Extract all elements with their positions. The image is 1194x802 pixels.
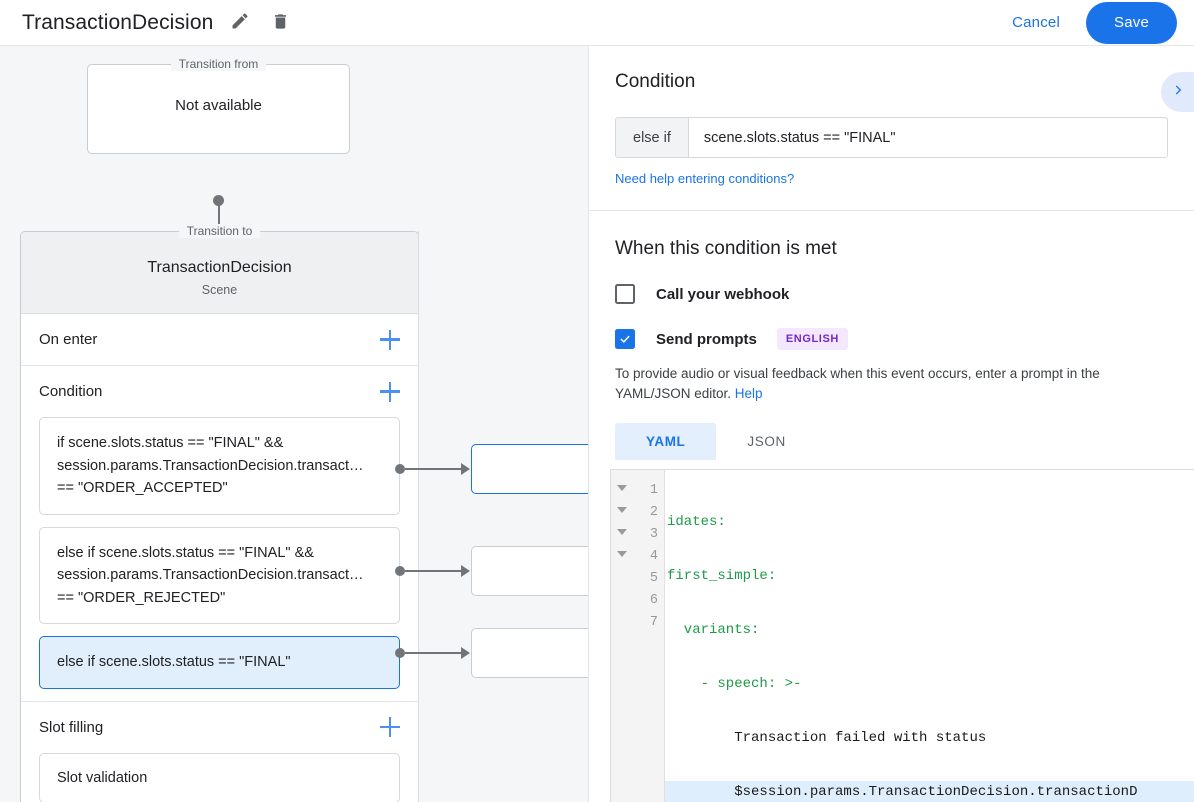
gutter-line: 1 xyxy=(611,479,664,501)
condition-1-connector-arrow xyxy=(461,463,470,475)
code-line: first_simple: xyxy=(667,568,777,584)
fold-arrow-icon[interactable] xyxy=(617,529,627,535)
section-label-condition: Condition xyxy=(39,383,103,400)
panel-title: Condition xyxy=(615,71,696,92)
editor-format-tabs: YAML JSON xyxy=(615,423,1168,460)
top-bar: TransactionDecision Cancel Save xyxy=(0,0,1194,46)
scene-header[interactable]: Transition to TransactionDecision Scene xyxy=(21,224,418,314)
code-line: $session.params.TransactionDecision.tran… xyxy=(665,781,1194,802)
slot-validation-item[interactable]: Slot validation xyxy=(39,752,400,802)
line-number: 2 xyxy=(649,504,658,520)
flow-canvas: Transition from Not available Transition… xyxy=(0,46,588,802)
transition-from-legend: Transition from xyxy=(170,57,267,71)
condition-prefix-label: else if xyxy=(616,118,689,157)
condition-1-target-box[interactable] xyxy=(471,444,588,494)
line-number: 5 xyxy=(649,570,658,586)
scene-name: TransactionDecision xyxy=(147,259,292,276)
condition-2-target-box[interactable] xyxy=(471,546,588,596)
editor-gutter: 1 2 3 4 5 6 7 xyxy=(611,470,665,802)
section-label-slot-filling: Slot filling xyxy=(39,718,104,736)
panel-condition-section: Condition else if scene.slots.status == … xyxy=(589,46,1194,188)
gutter-line: 4 xyxy=(611,545,664,567)
condition-help-link[interactable]: Need help entering conditions? xyxy=(615,171,795,186)
trash-icon xyxy=(271,12,290,34)
line-number: 7 xyxy=(649,614,658,630)
transition-to-node: Transition to TransactionDecision Scene … xyxy=(20,224,419,802)
fold-arrow-icon[interactable] xyxy=(617,507,627,513)
condition-3-connector-arrow xyxy=(461,647,470,659)
section-condition: Condition if scene.slots.status == "FINA… xyxy=(21,366,418,702)
page-title: TransactionDecision xyxy=(22,10,214,34)
cancel-button[interactable]: Cancel xyxy=(998,6,1074,39)
plus-icon-condition[interactable] xyxy=(380,381,400,402)
send-prompts-label: Send prompts xyxy=(656,330,757,348)
condition-1-connector-dot xyxy=(395,464,405,474)
collapse-panel-button[interactable] xyxy=(1161,72,1194,112)
condition-3-target-box[interactable] xyxy=(471,628,588,678)
send-prompts-row[interactable]: Send prompts ENGLISH xyxy=(615,328,1168,350)
condition-item-1[interactable]: if scene.slots.status == "FINAL" && sess… xyxy=(39,417,400,515)
line-number: 3 xyxy=(649,526,658,542)
fold-arrow-icon[interactable] xyxy=(617,551,627,557)
condition-2-connector-arrow xyxy=(461,565,470,577)
canvas-vertical-rail xyxy=(418,231,419,802)
condition-expression-input[interactable]: scene.slots.status == "FINAL" xyxy=(703,129,896,146)
condition-1-connector-line xyxy=(405,468,463,470)
condition-item-3[interactable]: else if scene.slots.status == "FINAL" xyxy=(39,636,400,689)
language-badge: ENGLISH xyxy=(776,328,848,350)
delete-button[interactable] xyxy=(267,10,293,36)
send-prompts-checkbox[interactable] xyxy=(615,329,635,349)
yaml-code-editor[interactable]: 1 2 3 4 5 6 7 idates: first_simple: vari… xyxy=(610,469,1194,802)
send-prompts-description-text: To provide audio or visual feedback when… xyxy=(615,366,1100,401)
condition-2-connector-dot xyxy=(395,566,405,576)
editor-code-area[interactable]: idates: first_simple: variants: - speech… xyxy=(665,470,1194,802)
check-icon xyxy=(620,335,630,344)
flow-connector-dot xyxy=(213,195,224,206)
plus-icon-on-enter[interactable] xyxy=(380,329,400,350)
section-label-on-enter: On enter xyxy=(39,331,98,348)
plus-icon-slot-filling[interactable] xyxy=(380,717,400,737)
gutter-line: 5 xyxy=(611,567,664,589)
condition-3-connector-line xyxy=(405,652,463,654)
condition-2-connector-line xyxy=(405,570,463,572)
scene-type: Scene xyxy=(201,283,238,297)
prompts-help-link[interactable]: Help xyxy=(734,386,763,401)
when-condition-met-title: When this condition is met xyxy=(615,238,837,259)
code-line: - speech: >- xyxy=(667,676,802,692)
chevron-right-icon xyxy=(1171,83,1185,102)
gutter-line: 2 xyxy=(611,501,664,523)
call-webhook-label: Call your webhook xyxy=(656,285,790,303)
transition-from-node[interactable]: Transition from Not available xyxy=(87,57,350,154)
line-number: 4 xyxy=(649,548,658,564)
section-on-enter: On enter xyxy=(21,314,418,366)
condition-3-connector-dot xyxy=(395,648,405,658)
call-webhook-checkbox[interactable] xyxy=(615,284,635,304)
fold-arrow-icon[interactable] xyxy=(617,485,627,491)
tab-yaml[interactable]: YAML xyxy=(615,423,717,460)
gutter-line: 3 xyxy=(611,523,664,545)
tab-json[interactable]: JSON xyxy=(747,434,786,449)
section-slot-filling: Slot filling Slot validation xyxy=(21,702,418,802)
panel-when-met-section: When this condition is met Call your web… xyxy=(589,211,1194,460)
gutter-line: 6 xyxy=(611,589,664,611)
code-line: Transaction failed with status xyxy=(667,730,987,746)
line-number: 6 xyxy=(649,592,658,608)
transition-from-value: Not available xyxy=(175,97,262,114)
gutter-line: 7 xyxy=(611,611,664,633)
code-line: variants: xyxy=(667,622,760,638)
send-prompts-description: To provide audio or visual feedback when… xyxy=(615,364,1168,404)
panel-divider xyxy=(589,210,1194,211)
line-number: 1 xyxy=(649,482,658,498)
pencil-icon xyxy=(230,11,250,34)
call-webhook-row[interactable]: Call your webhook xyxy=(615,284,1168,304)
condition-item-2[interactable]: else if scene.slots.status == "FINAL" &&… xyxy=(39,526,400,624)
save-button[interactable]: Save xyxy=(1086,1,1177,44)
edit-button[interactable] xyxy=(227,10,253,36)
condition-input-row[interactable]: else if scene.slots.status == "FINAL" xyxy=(615,117,1168,158)
code-line: idates: xyxy=(667,514,726,530)
transition-to-legend: Transition to xyxy=(178,224,261,238)
